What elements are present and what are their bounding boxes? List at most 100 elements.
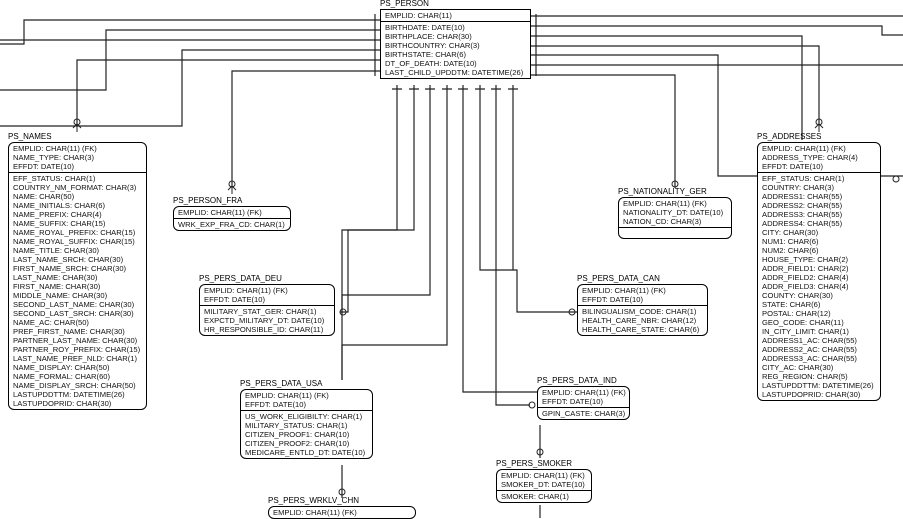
entity-title: PS_PERSON_FRA (173, 196, 243, 205)
attribute-row: PREF_FIRST_NAME: CHAR(30) (13, 327, 125, 336)
attribute-row: NAME_TITLE: CHAR(30) (13, 246, 100, 255)
attribute-row: ADDRESS1: CHAR(55) (762, 192, 843, 201)
attr-section: BIRTHDATE: DATE(10)BIRTHPLACE: CHAR(30)B… (381, 22, 530, 78)
crowfoot-marker (528, 401, 536, 409)
crowfoot-marker (671, 180, 679, 188)
attribute-row: SMOKER: CHAR(1) (501, 492, 569, 501)
attribute-row: COUNTRY: CHAR(3) (762, 183, 835, 192)
attribute-row: STATE: CHAR(6) (762, 300, 821, 309)
attribute-row: COUNTY: CHAR(30) (762, 291, 833, 300)
entity-title: PS_PERS_WRKLV_CHN (268, 496, 359, 505)
entity-box: EMPLID: CHAR(11) (FK)EFFDT: DATE(10) GPI… (537, 386, 630, 420)
attribute-row: HEALTH_CARE_NBR: CHAR(12) (582, 316, 697, 325)
attribute-row: GEO_CODE: CHAR(11) (762, 318, 844, 327)
pk-section: EMPLID: CHAR(11) (381, 10, 530, 22)
attribute-row: NAME_INITIALS: CHAR(6) (13, 201, 105, 210)
entity-box: EMPLID: CHAR(11) (FK) (268, 506, 416, 519)
attribute-row: EMPLID: CHAR(11) (385, 11, 452, 20)
crowfoot-marker (892, 175, 900, 183)
relationship-line (531, 25, 903, 36)
entity-title: PS_PERSON (380, 0, 429, 8)
attribute-row: EXPCTD_MILITARY_DT: DATE(10) (204, 316, 325, 325)
relationship-line (531, 74, 676, 188)
attribute-row: LAST_NAME_SRCH: CHAR(30) (13, 255, 124, 264)
entity-box: EMPLID: CHAR(11) (FK)NAME_TYPE: CHAR(3)E… (8, 142, 147, 410)
attribute-row: EFF_STATUS: CHAR(1) (13, 174, 96, 183)
attribute-row: BIRTHDATE: DATE(10) (385, 23, 465, 32)
relationship-line (462, 85, 540, 393)
relationship-line (341, 85, 448, 380)
attribute-row: ADDRESS3: CHAR(55) (762, 210, 843, 219)
pk-section: EMPLID: CHAR(11) (FK)SMOKER_DT: DATE(10) (497, 470, 591, 491)
relationship-line (0, 49, 380, 127)
pk-section: EMPLID: CHAR(11) (FK)ADDRESS_TYPE: CHAR(… (758, 143, 880, 173)
attribute-row: CITIZEN_PROOF1: CHAR(10) (245, 430, 350, 439)
attribute-row: MILITARY_STATUS: CHAR(1) (245, 421, 348, 430)
attribute-row: ADDR_FIELD2: CHAR(4) (762, 273, 849, 282)
entity-title: PS_PERS_DATA_IND (537, 376, 617, 385)
attribute-row: NAME_AC: CHAR(50) (13, 318, 89, 327)
attribute-row: BIRTHPLACE: CHAR(30) (385, 32, 472, 41)
attribute-row: PARTNER_ROY_PREFIX: CHAR(15) (13, 345, 141, 354)
attribute-row: EMPLID: CHAR(11) (FK) (623, 199, 707, 208)
attribute-row: SECOND_LAST_NAME: CHAR(30) (13, 300, 135, 309)
entity-title: PS_PERS_DATA_USA (240, 379, 323, 388)
entity-box: EMPLID: CHAR(11) (FK)EFFDT: DATE(10) MIL… (199, 284, 335, 336)
attr-section: EFF_STATUS: CHAR(1)COUNTRY: CHAR(3)ADDRE… (758, 173, 880, 400)
attribute-row: COUNTRY_NM_FORMAT: CHAR(3) (13, 183, 137, 192)
relationship-line (531, 54, 765, 177)
attribute-row: ADDRESS3_AC: CHAR(55) (762, 354, 857, 363)
crowfoot-marker (568, 308, 576, 316)
attribute-row: ADDRESS2: CHAR(55) (762, 201, 843, 210)
attribute-row: HEALTH_CARE_STATE: CHAR(6) (582, 325, 700, 334)
attribute-row: WRK_EXP_FRA_CD: CHAR(1) (178, 220, 285, 229)
pk-section: EMPLID: CHAR(11) (FK)EFFDT: DATE(10) (538, 387, 629, 408)
attribute-row: EMPLID: CHAR(11) (FK) (273, 508, 357, 517)
attribute-row: DT_OF_DEATH: DATE(10) (385, 59, 477, 68)
relationship-line (495, 85, 530, 406)
attribute-row: NAME_DISPLAY: CHAR(50) (13, 363, 110, 372)
attribute-row: LASTUPDDTTM: DATETIME(26) (13, 390, 125, 399)
attribute-row: EFFDT: DATE(10) (582, 295, 644, 304)
attribute-row: NAME_DISPLAY_SRCH: CHAR(50) (13, 381, 136, 390)
entity-box: EMPLID: CHAR(11) (FK) WRK_EXP_FRA_CD: CH… (173, 206, 291, 231)
attribute-row: ADDRESS4: CHAR(55) (762, 219, 843, 228)
attribute-row: EMPLID: CHAR(11) (FK) (762, 144, 846, 153)
attribute-row: EFFDT: DATE(10) (13, 162, 75, 171)
relationship-line (479, 85, 578, 313)
relationship-line (76, 59, 380, 125)
entity-title: PS_PERS_DATA_DEU (199, 274, 282, 283)
attribute-row: LASTUPDOPRID: CHAR(30) (13, 399, 112, 408)
attribute-row: ADDRESS_TYPE: CHAR(4) (762, 153, 858, 162)
attribute-row: ADDR_FIELD1: CHAR(2) (762, 264, 849, 273)
crowfoot-marker (227, 185, 237, 194)
attribute-row: MIDDLE_NAME: CHAR(30) (13, 291, 108, 300)
attribute-row: EFFDT: DATE(10) (542, 397, 604, 406)
entity-box: EMPLID: CHAR(11) (FK)EFFDT: DATE(10) BIL… (577, 284, 708, 336)
attribute-row: EFFDT: DATE(10) (204, 295, 266, 304)
attribute-row: FIRST_NAME: CHAR(30) (13, 282, 101, 291)
attribute-row: EMPLID: CHAR(11) (FK) (178, 208, 262, 217)
relationship-line (531, 45, 820, 125)
attribute-row: POSTAL: CHAR(12) (762, 309, 831, 318)
attribute-row: NUM1: CHAR(6) (762, 237, 819, 246)
attribute-row: NATIONALITY_DT: DATE(10) (623, 208, 724, 217)
attr-section: GPIN_CASTE: CHAR(3) (538, 408, 629, 419)
attribute-row: NAME_SUFFIX: CHAR(15) (13, 219, 106, 228)
relationship-line (0, 19, 380, 45)
attribute-row: EMPLID: CHAR(11) (FK) (245, 391, 329, 400)
pk-section: EMPLID: CHAR(11) (FK)NAME_TYPE: CHAR(3)E… (9, 143, 146, 173)
attribute-row: CITIZEN_PROOF2: CHAR(10) (245, 439, 350, 448)
attr-section: SMOKER: CHAR(1) (497, 491, 591, 502)
pk-section: EMPLID: CHAR(11) (FK) (174, 207, 290, 219)
pk-section: EMPLID: CHAR(11) (FK)EFFDT: DATE(10) (241, 390, 372, 411)
attribute-row: SMOKER_DT: DATE(10) (501, 480, 585, 489)
crowfoot-marker (338, 488, 346, 496)
attribute-row: NUM2: CHAR(6) (762, 246, 819, 255)
attr-section: US_WORK_ELIGIBILTY: CHAR(1)MILITARY_STAT… (241, 411, 372, 458)
attribute-row: NATION_CD: CHAR(3) (623, 217, 702, 226)
attribute-row: NAME_FORMAL: CHAR(60) (13, 372, 111, 381)
pk-section: EMPLID: CHAR(11) (FK)EFFDT: DATE(10) (578, 285, 707, 306)
attribute-row: LASTUPDOPRID: CHAR(30) (762, 390, 861, 399)
attribute-row: PARTNER_LAST_NAME: CHAR(30) (13, 336, 138, 345)
